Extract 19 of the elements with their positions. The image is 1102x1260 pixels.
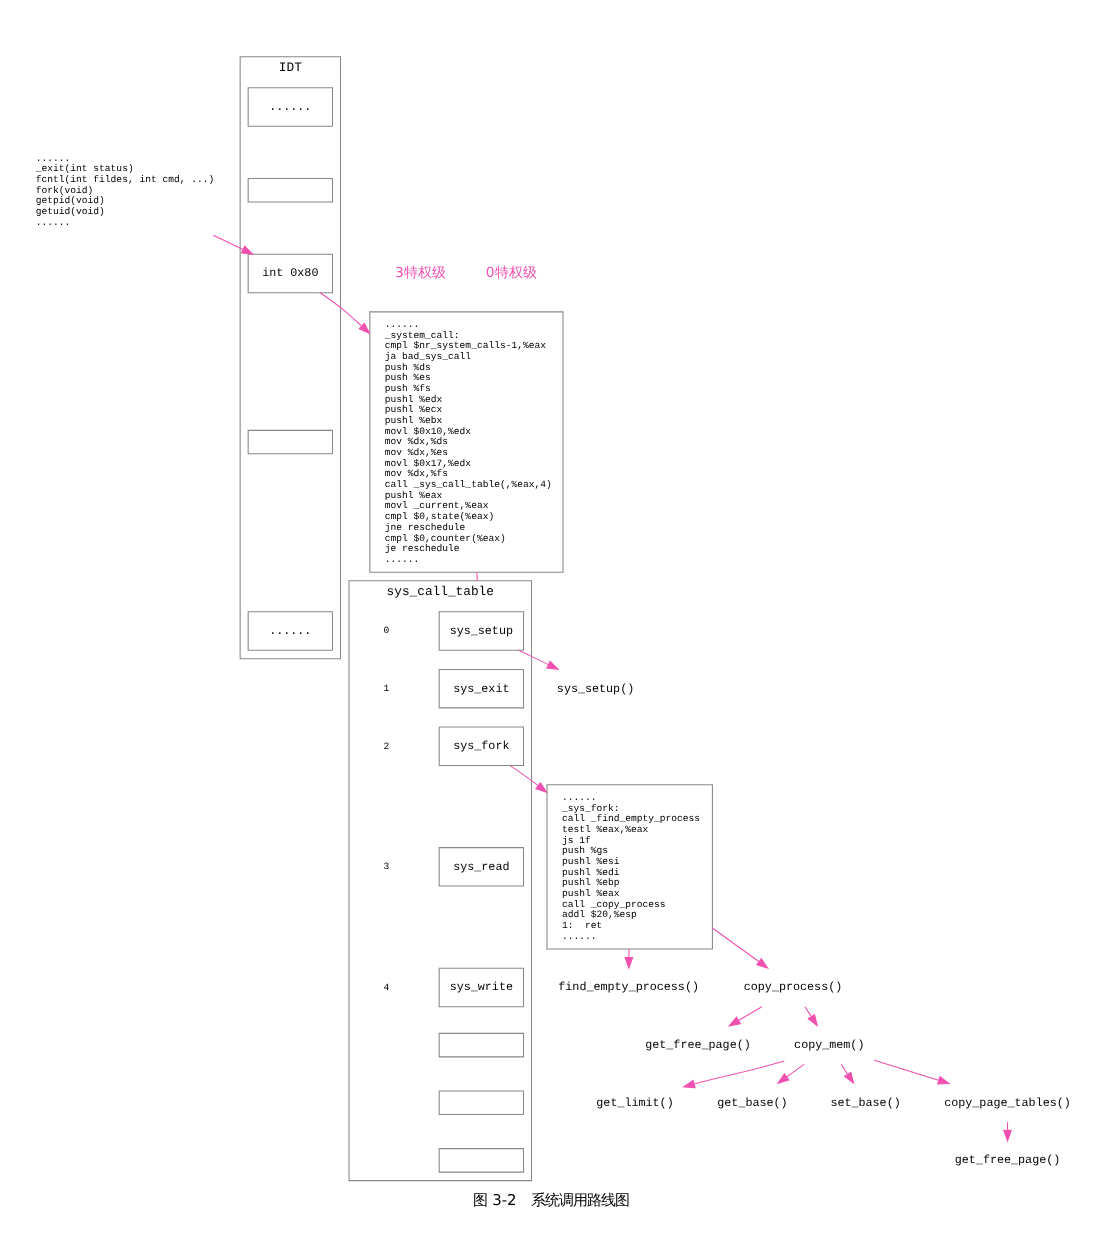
- arrow: [624, 947, 634, 969]
- node-box: [247, 176, 333, 202]
- arrow: [518, 648, 560, 670]
- node-box: [438, 1089, 525, 1114]
- arrow: [840, 1062, 855, 1084]
- node-box: [438, 1031, 525, 1057]
- arrow: [509, 764, 548, 793]
- arrow: [804, 1005, 819, 1026]
- connector: [476, 570, 478, 581]
- arrow: [776, 1062, 805, 1084]
- node-box: [438, 1147, 525, 1172]
- arrow: [727, 1005, 763, 1026]
- arrow: [712, 926, 769, 968]
- node-box: [247, 428, 333, 454]
- arrow: [212, 233, 255, 254]
- arrow: [319, 291, 371, 334]
- arrow: [1003, 1120, 1012, 1142]
- arrow: [873, 1058, 951, 1084]
- arrow: [682, 1059, 785, 1088]
